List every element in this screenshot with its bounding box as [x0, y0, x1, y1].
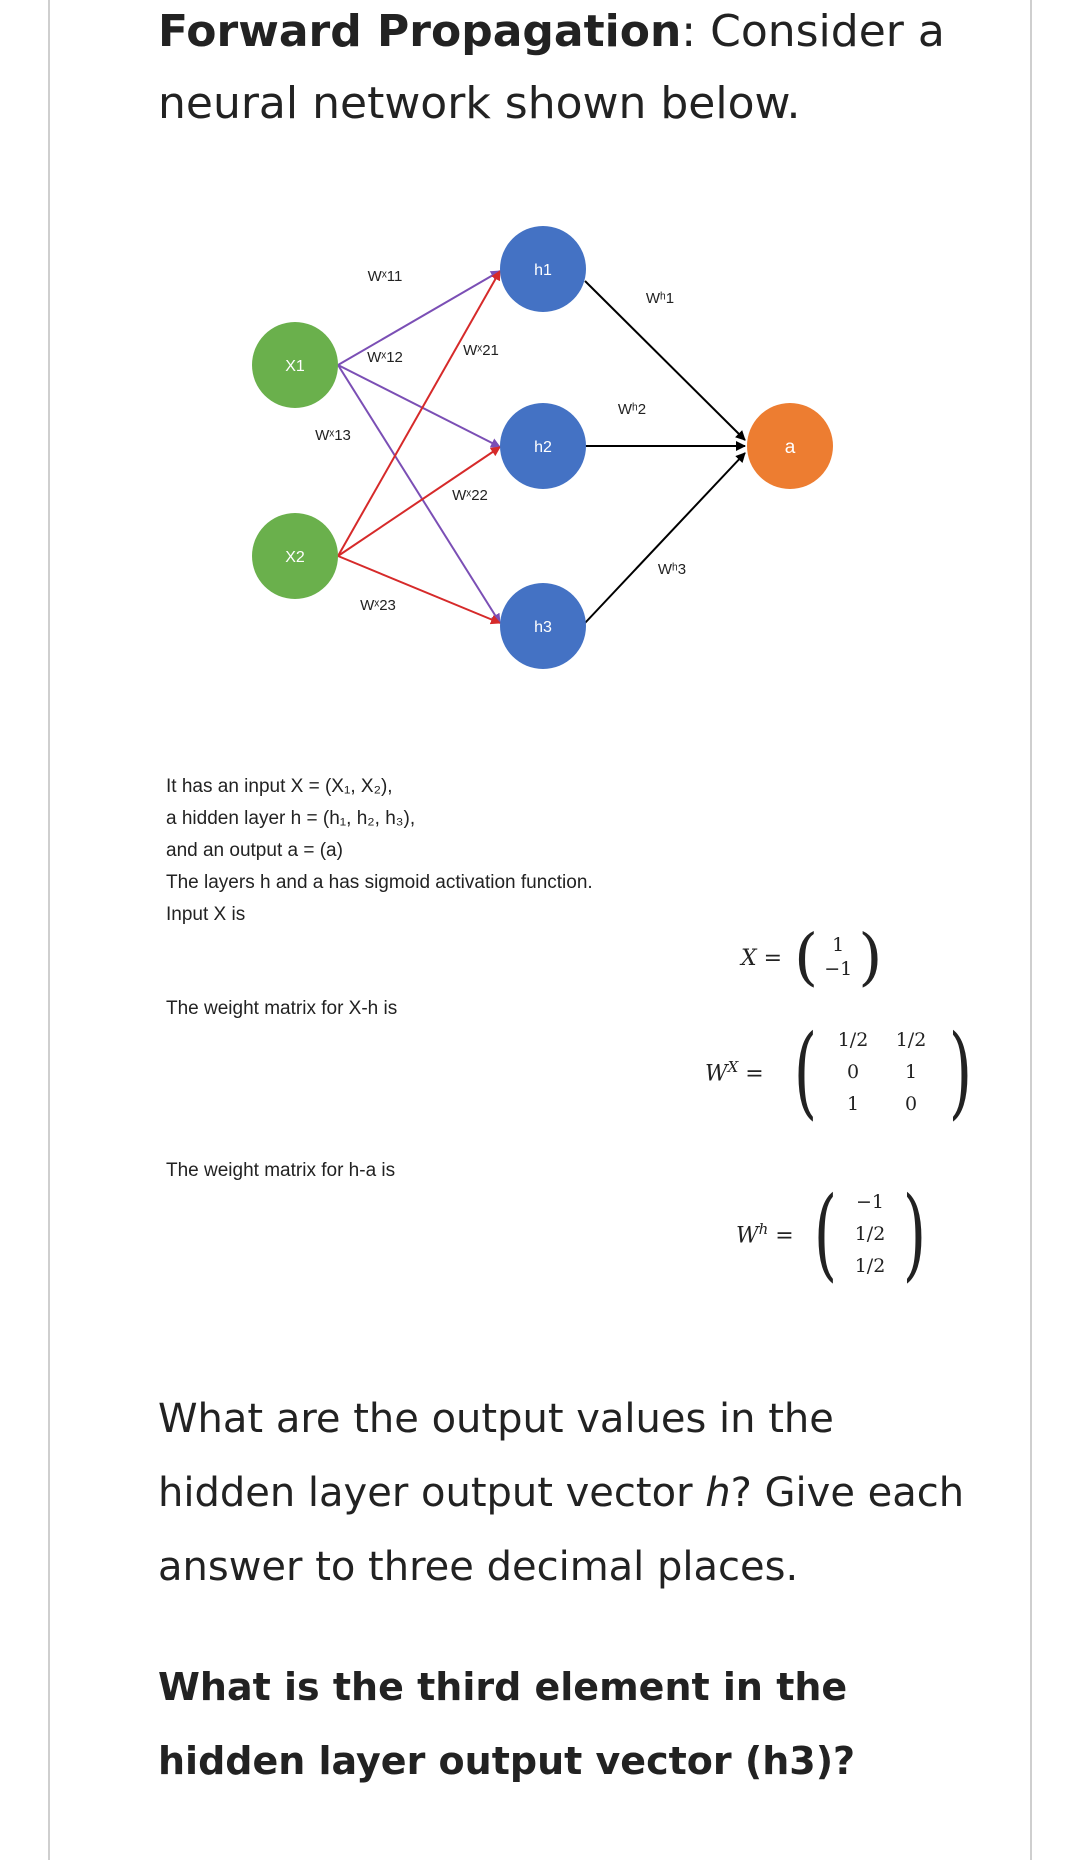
- right-border: [1030, 0, 1032, 1860]
- sub-question-text: What is the third element in the hidden …: [158, 1650, 978, 1798]
- left-paren: (: [793, 1013, 818, 1130]
- weight-label-w22: Wˣ22: [452, 487, 488, 504]
- edge-x1-h2: [337, 364, 501, 448]
- question-line2-var: h: [705, 1470, 731, 1516]
- heading-bold: Forward Propagation: [158, 6, 682, 57]
- node-a-label: a: [785, 437, 796, 458]
- node-h2-label: h2: [534, 439, 552, 456]
- wx-label-sup: X: [727, 1058, 739, 1076]
- node-h3-label: h3: [534, 619, 552, 636]
- question-line2: hidden layer output vector h? Give each: [158, 1456, 978, 1530]
- left-border: [48, 0, 50, 1860]
- weight-label-w12: Wˣ12: [367, 349, 403, 366]
- edge-x1-h3: [337, 364, 501, 624]
- edge-x2-h3: [337, 555, 501, 625]
- edge-x2-h2: [337, 446, 501, 557]
- question-line2-post: ? Give each: [730, 1470, 965, 1516]
- description-line4: The layers h and a has sigmoid activatio…: [166, 872, 593, 893]
- wh-cell-1: −1: [856, 1191, 885, 1213]
- node-x1-label: X1: [285, 358, 305, 375]
- weight-label-w21: Wˣ21: [463, 342, 499, 359]
- node-h1-label: h1: [534, 262, 552, 279]
- wh-cell-3: 1/2: [854, 1255, 886, 1277]
- wx-cell-1-2: 1/2: [895, 1029, 927, 1051]
- wh-label-w: W: [736, 1223, 759, 1249]
- wh-vector: ( −1 1/2 1/2 ): [806, 1184, 934, 1284]
- question-text: What are the output values in the hidden…: [158, 1382, 978, 1604]
- sub-question-line1: What is the third element in the: [158, 1665, 848, 1709]
- weight-label-wh3: Wʰ3: [658, 561, 686, 578]
- wx-label-w: W: [705, 1061, 728, 1087]
- description-line5: Input X is: [166, 904, 246, 925]
- wx-cell-2-2: 1: [904, 1061, 918, 1083]
- question-line2-pre: hidden layer output vector: [158, 1470, 706, 1516]
- node-x1: [252, 322, 338, 408]
- x-cell-2: −1: [824, 958, 853, 980]
- wx-matrix-cells: 1/2 1/2 0 1 1 0: [825, 1029, 941, 1115]
- heading-rest: : Consider a: [681, 6, 945, 57]
- wx-cell-2-1: 0: [846, 1061, 860, 1083]
- wx-description: The weight matrix for X-h is: [166, 998, 398, 1019]
- wx-matrix-label: WX =: [705, 1058, 764, 1087]
- right-paren: ): [858, 920, 883, 993]
- x-vector-label: X =: [741, 946, 782, 971]
- description-line2: a hidden layer h = (h₁, h₂, h₃),: [166, 808, 416, 829]
- neural-network-diagram: X1 X2 h1 h2 h3 a Wˣ11 Wˣ12 Wˣ13 Wˣ21 Wˣ2…: [252, 226, 833, 669]
- node-output-a: [747, 403, 833, 489]
- edge-h3-a: [584, 452, 746, 624]
- weight-label-w13: Wˣ13: [315, 427, 351, 444]
- weight-label-wh2: Wʰ2: [618, 401, 646, 418]
- edge-x1-h1: [337, 270, 501, 366]
- x-vector: ( 1 −1 ): [794, 926, 882, 988]
- edge-x2-h1: [337, 270, 501, 557]
- node-h1: [500, 226, 586, 312]
- weight-label-w11: Wˣ11: [368, 268, 403, 285]
- wx-cell-3-1: 1: [846, 1093, 860, 1115]
- wx-cell-1-1: 1/2: [837, 1029, 869, 1051]
- wh-description: The weight matrix for h-a is: [166, 1160, 396, 1181]
- question-heading: Forward Propagation: Consider a neural n…: [158, 0, 978, 140]
- edge-h1-a: [584, 280, 746, 441]
- wh-matrix-label: Wh =: [736, 1220, 794, 1249]
- right-paren: ): [948, 1013, 973, 1130]
- x-vector-label-text: X =: [741, 946, 783, 971]
- node-h2: [500, 403, 586, 489]
- left-paren: (: [794, 920, 819, 993]
- sub-question-line2: hidden layer output vector (h3)?: [158, 1739, 856, 1783]
- node-h3: [500, 583, 586, 669]
- description-line1: It has an input X = (X₁, X₂),: [166, 776, 393, 797]
- wh-label-sup: h: [758, 1220, 769, 1238]
- question-line3: answer to three decimal places.: [158, 1544, 799, 1590]
- wx-cell-3-2: 0: [904, 1093, 918, 1115]
- weight-label-wh1: Wʰ1: [646, 290, 674, 307]
- node-x2: [252, 513, 338, 599]
- heading-line2: neural network shown below.: [158, 78, 801, 129]
- question-line1: What are the output values in the: [158, 1396, 834, 1442]
- description-line3: and an output a = (a): [166, 840, 343, 861]
- x-vector-cells: 1 −1: [818, 934, 858, 980]
- left-paren: (: [813, 1175, 838, 1292]
- node-x2-label: X2: [285, 549, 305, 566]
- wh-vector-cells: −1 1/2 1/2: [845, 1191, 895, 1277]
- wx-matrix: ( 1/2 1/2 0 1 1 0 ): [786, 1022, 980, 1122]
- wh-cell-2: 1/2: [854, 1223, 886, 1245]
- x-cell-1: 1: [832, 934, 845, 956]
- weight-label-w23: Wˣ23: [360, 597, 396, 614]
- right-paren: ): [902, 1175, 927, 1292]
